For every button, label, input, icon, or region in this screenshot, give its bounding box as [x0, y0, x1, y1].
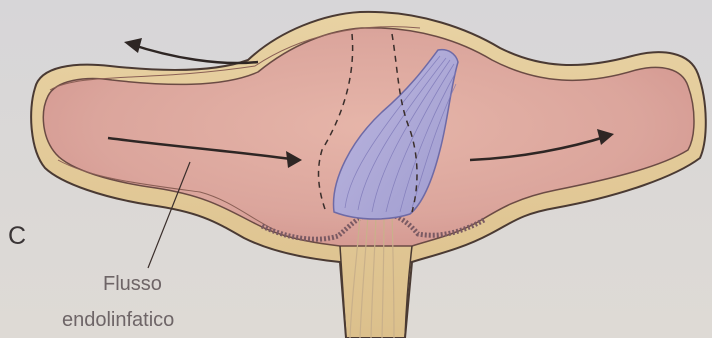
panel-letter: C: [8, 222, 26, 251]
caption-endolinfatico: endolinfatico: [62, 309, 174, 332]
caption-flusso: Flusso: [103, 273, 162, 296]
